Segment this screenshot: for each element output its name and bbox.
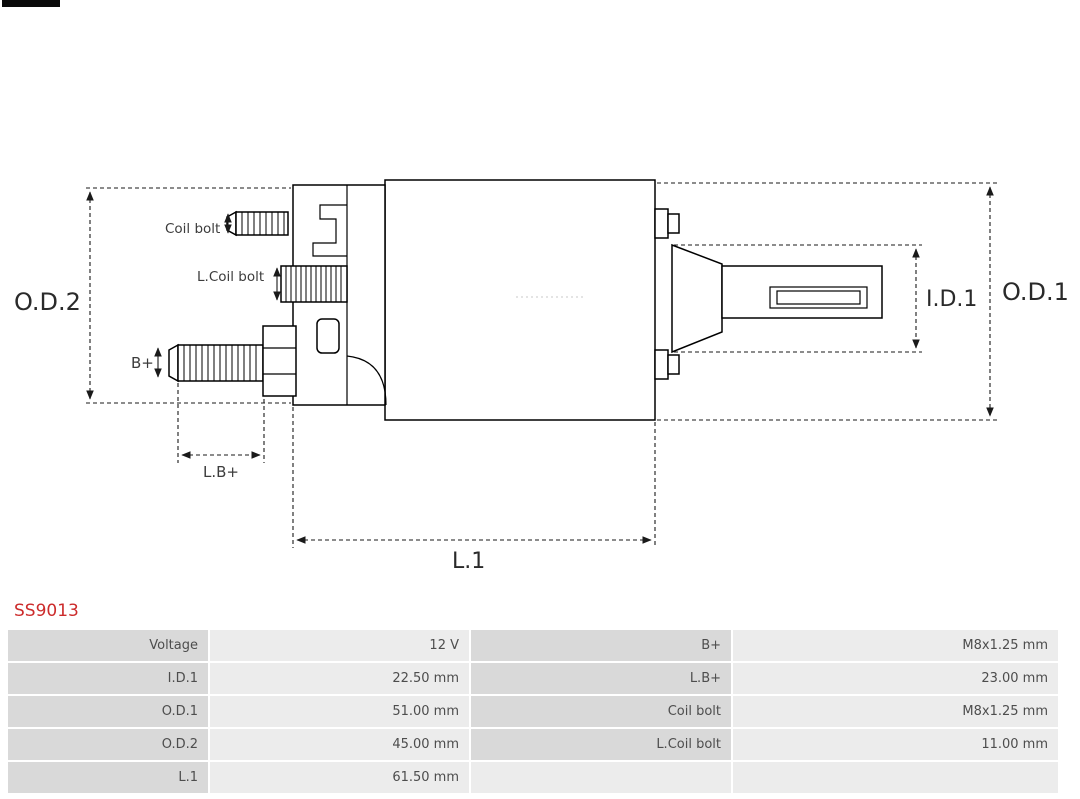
spec-label: L.1 [8,762,208,793]
label-b-plus: B+ [131,354,154,372]
spec-label: L.Coil bolt [471,729,731,760]
spec-value [733,762,1058,793]
spec-label: O.D.2 [8,729,208,760]
label-lb-plus: L.B+ [203,463,239,481]
dimension-lines [86,182,998,548]
part-number: SS9013 [14,601,79,621]
spec-label: I.D.1 [8,663,208,694]
label-l1: L.1 [452,549,485,574]
spec-table: Voltage 12 V B+ M8x1.25 mm I.D.1 22.50 m… [8,630,1058,793]
label-od2: O.D.2 [14,288,81,316]
label-coil-bolt: Coil bolt [165,221,220,237]
rear-tabs [654,208,680,380]
spec-value: M8x1.25 mm [733,696,1058,727]
spec-label: Voltage [8,630,208,661]
spec-value: 12 V [210,630,469,661]
logo-remnant [2,0,60,7]
spec-value: 61.50 mm [210,762,469,793]
spec-value: M8x1.25 mm [733,630,1058,661]
b-plus-nut [262,325,297,397]
spec-label: O.D.1 [8,696,208,727]
spec-label: L.B+ [471,663,731,694]
bracket-step-detail [312,204,347,257]
spec-value: 22.50 mm [210,663,469,694]
b-plus-stud [168,318,340,397]
plunger-cone [671,243,723,354]
b-plus-insulator [316,318,340,354]
spec-value: 45.00 mm [210,729,469,760]
solenoid-diagram: O.D.2 O.D.1 I.D.1 L.1 L.B+ B+ Coil bolt … [14,179,1069,574]
spec-value: 23.00 mm [733,663,1058,694]
label-l-coil-bolt: L.Coil bolt [197,269,264,285]
plunger-shaft [721,265,883,319]
solenoid-body [384,179,656,421]
spec-value: 11.00 mm [733,729,1058,760]
shaft-slot [769,286,868,309]
label-od1: O.D.1 [1002,278,1069,306]
spec-value: 51.00 mm [210,696,469,727]
coil-bolt-stud [226,210,289,237]
spec-label [471,762,731,793]
part-outline [168,179,883,421]
spec-label: B+ [471,630,731,661]
bracket-arc [346,355,387,406]
spec-label: Coil bolt [471,696,731,727]
coil-bolt-bushing [280,265,348,303]
label-id1: I.D.1 [926,287,977,312]
